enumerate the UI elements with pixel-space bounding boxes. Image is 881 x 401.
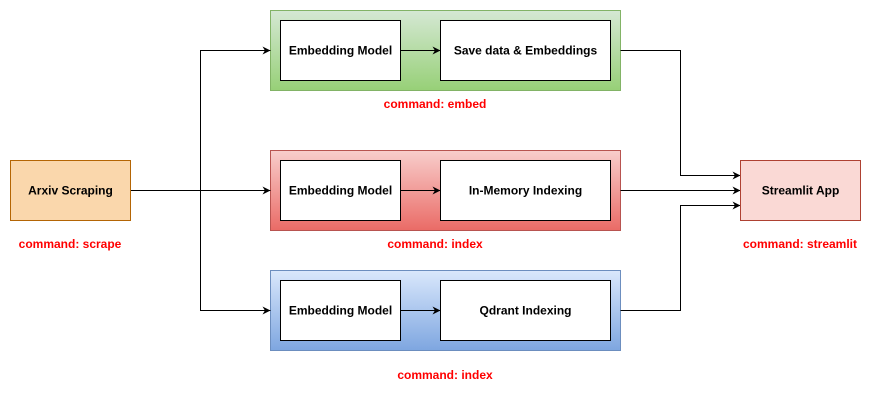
arxiv-node [10, 160, 131, 221]
command-embed: command: embed [384, 97, 487, 111]
qdrant-model-label: Embedding Model [289, 304, 392, 318]
streamlit-node [740, 160, 861, 221]
edge-embed-to-streamlit [620, 50, 741, 180]
index-model-label: Embedding Model [289, 184, 392, 198]
command-index-qdrant: command: index [397, 368, 493, 382]
edge-arxiv-to-qdrant [200, 190, 271, 315]
command-index-memory: command: index [387, 237, 483, 251]
edge-arxiv-to-embed [130, 46, 271, 191]
edge-qdrant-to-streamlit [620, 201, 741, 311]
arxiv-label: Arxiv Scraping [28, 184, 113, 198]
qdrant-model-node [280, 280, 401, 341]
qdrant-indexing-label: Qdrant Indexing [479, 304, 571, 318]
save-embeddings-label: Save data & Embeddings [454, 44, 598, 58]
memory-indexing-node [440, 160, 611, 221]
embed-model-label: Embedding Model [289, 44, 392, 58]
memory-indexing-label: In-Memory Indexing [469, 184, 582, 198]
command-scrape: command: scrape [19, 237, 122, 251]
embed-model-node [280, 20, 401, 81]
qdrant-indexing-node [440, 280, 611, 341]
command-streamlit: command: streamlit [743, 237, 857, 251]
save-embeddings-node [440, 20, 611, 81]
streamlit-label: Streamlit App [762, 184, 840, 198]
index-model-node [280, 160, 401, 221]
